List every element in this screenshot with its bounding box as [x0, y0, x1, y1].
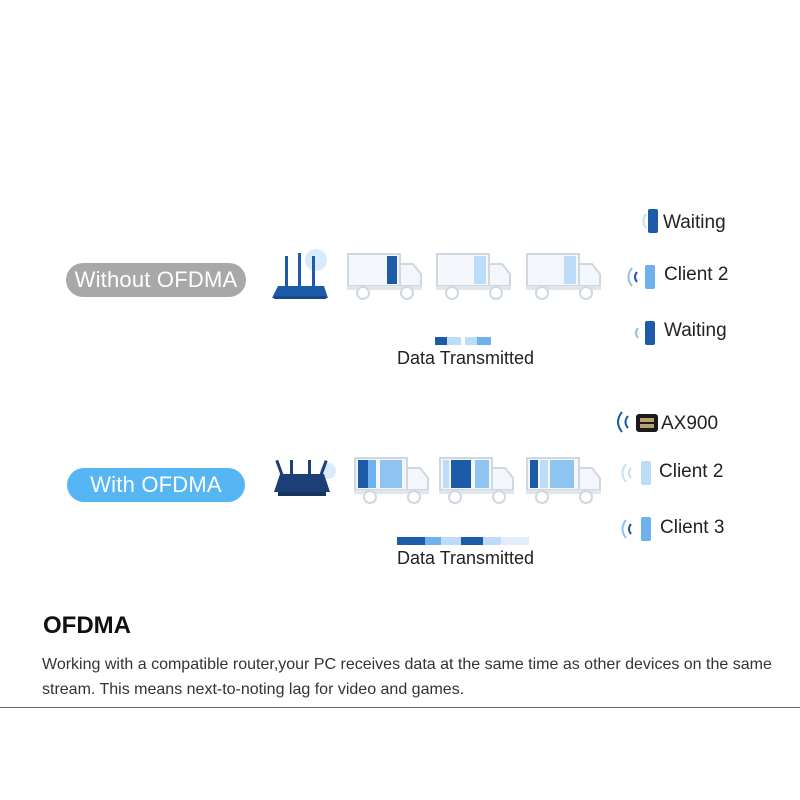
data-transmitted-label: Data Transmitted	[397, 348, 535, 368]
router-icon	[272, 249, 328, 299]
wifi-signal-icon	[635, 321, 655, 345]
device-label: Waiting	[664, 320, 727, 341]
wifi-signal-icon	[621, 461, 651, 485]
without-ofdma-pill: Without OFDMA	[66, 263, 246, 297]
without-ofdma-label: Without OFDMA	[74, 267, 238, 292]
truck-icon	[526, 253, 601, 300]
truck-icon	[347, 253, 422, 300]
data-legend-bar	[435, 337, 491, 345]
device-label: Client 2	[659, 461, 724, 482]
wifi-signal-icon	[642, 209, 658, 233]
router-icon	[274, 459, 336, 496]
wifi-signal-icon	[627, 265, 655, 289]
device-label: Waiting	[663, 212, 726, 233]
divider	[0, 707, 800, 708]
usb-adapter-icon	[617, 411, 658, 433]
wifi-signal-icon	[621, 517, 651, 541]
with-ofdma-pill: With OFDMA	[67, 468, 245, 502]
with-ofdma-label: With OFDMA	[90, 472, 222, 497]
section-description: Working with a compatible router,your PC…	[42, 656, 772, 698]
device-label: AX900	[661, 413, 719, 434]
truck-icon	[439, 457, 514, 504]
device-label: Client 3	[660, 517, 725, 538]
truck-icon	[436, 253, 511, 300]
section-heading: OFDMA	[43, 612, 131, 639]
data-transmitted-label: Data Transmitted	[397, 548, 535, 568]
device-label: Client 2	[664, 264, 729, 285]
data-legend-bar	[397, 537, 529, 545]
truck-icon	[526, 457, 601, 504]
truck-icon	[354, 457, 429, 504]
